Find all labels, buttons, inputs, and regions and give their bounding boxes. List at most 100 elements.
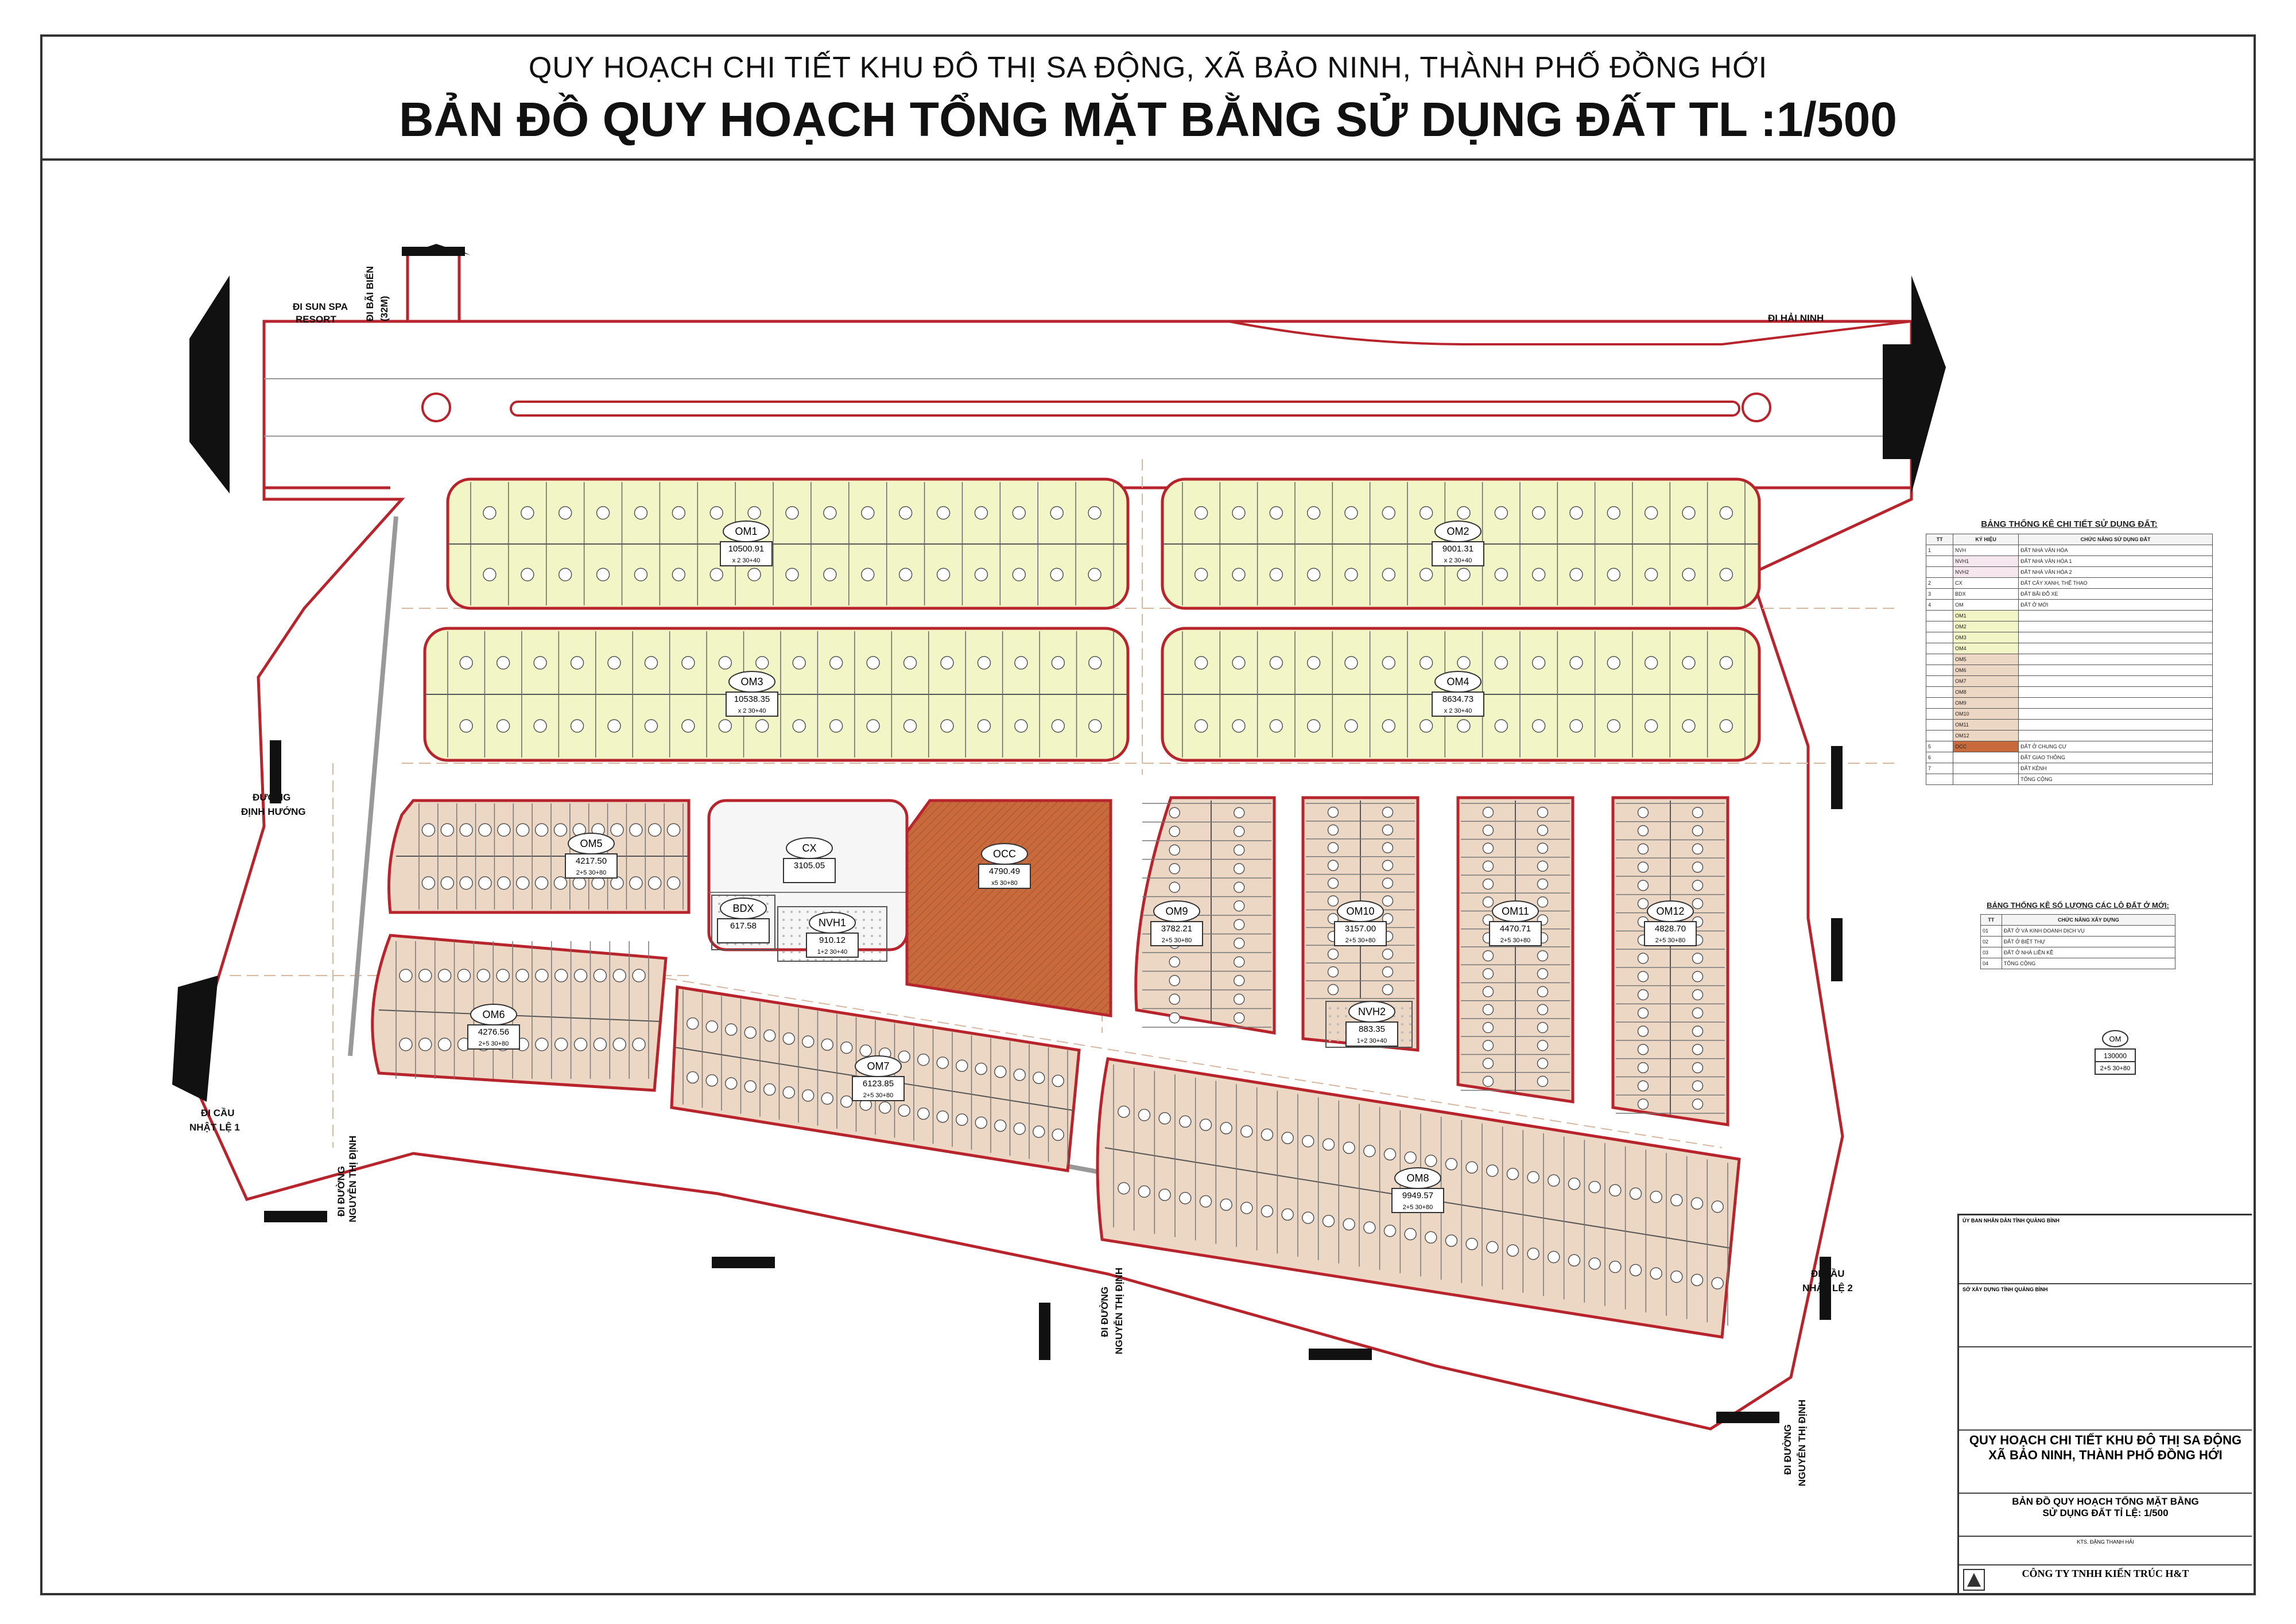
lot-marker[interactable] bbox=[1637, 1062, 1649, 1074]
lot-marker[interactable] bbox=[496, 656, 510, 670]
lot-marker[interactable] bbox=[1088, 719, 1102, 733]
lot-marker[interactable] bbox=[1234, 1012, 1245, 1024]
lot-marker[interactable] bbox=[672, 568, 686, 581]
lot-marker[interactable] bbox=[1322, 1215, 1335, 1227]
lot-marker[interactable] bbox=[1494, 656, 1508, 670]
lot-marker[interactable] bbox=[1607, 719, 1621, 733]
lot-marker[interactable] bbox=[936, 1110, 949, 1123]
lot-marker[interactable] bbox=[1457, 719, 1471, 733]
lot-marker[interactable] bbox=[974, 506, 988, 520]
lot-marker[interactable] bbox=[1382, 824, 1394, 836]
lot-marker[interactable] bbox=[917, 1107, 930, 1120]
lot-marker[interactable] bbox=[994, 1119, 1007, 1132]
lot-marker[interactable] bbox=[898, 1104, 910, 1117]
lot-marker[interactable] bbox=[802, 1035, 815, 1048]
lot-marker[interactable] bbox=[1382, 860, 1394, 871]
lot-marker[interactable] bbox=[1569, 656, 1583, 670]
lot-marker[interactable] bbox=[1234, 975, 1245, 986]
lot-marker[interactable] bbox=[1363, 1145, 1376, 1157]
lot-marker[interactable] bbox=[1194, 656, 1208, 670]
lot-marker[interactable] bbox=[1482, 842, 1494, 854]
lot-marker[interactable] bbox=[1569, 568, 1583, 581]
lot-marker[interactable] bbox=[496, 969, 510, 982]
lot-marker[interactable] bbox=[681, 656, 695, 670]
lot-marker[interactable] bbox=[515, 969, 529, 982]
lot-marker[interactable] bbox=[399, 1038, 413, 1051]
lot-marker[interactable] bbox=[1327, 824, 1339, 836]
lot-marker[interactable] bbox=[861, 568, 875, 581]
lot-marker[interactable] bbox=[476, 969, 491, 982]
lot-marker[interactable] bbox=[1269, 568, 1283, 581]
lot-marker[interactable] bbox=[898, 506, 913, 520]
lot-marker[interactable] bbox=[1644, 656, 1658, 670]
block-OM12[interactable] bbox=[1611, 796, 1729, 1126]
lot-marker[interactable] bbox=[1013, 1069, 1026, 1081]
lot-marker[interactable] bbox=[666, 823, 681, 837]
lot-marker[interactable] bbox=[1234, 807, 1245, 818]
lot-marker[interactable] bbox=[1169, 807, 1180, 818]
lot-marker[interactable] bbox=[1419, 568, 1433, 581]
lot-marker[interactable] bbox=[553, 823, 568, 837]
lot-marker[interactable] bbox=[785, 568, 799, 581]
lot-marker[interactable] bbox=[1261, 1128, 1274, 1141]
lot-marker[interactable] bbox=[1382, 984, 1394, 996]
lot-marker[interactable] bbox=[1052, 1128, 1064, 1141]
lot-marker[interactable] bbox=[1281, 1208, 1294, 1221]
block-OM9[interactable] bbox=[1134, 796, 1276, 1035]
lot-marker[interactable] bbox=[802, 1089, 815, 1102]
lot-marker[interactable] bbox=[1327, 877, 1339, 889]
lot-marker[interactable] bbox=[1327, 895, 1339, 907]
lot-marker[interactable] bbox=[610, 876, 624, 890]
lot-marker[interactable] bbox=[1670, 1271, 1683, 1283]
lot-marker[interactable] bbox=[418, 969, 432, 982]
lot-marker[interactable] bbox=[1588, 1180, 1601, 1194]
lot-marker[interactable] bbox=[1682, 719, 1696, 733]
lot-marker[interactable] bbox=[1383, 1225, 1397, 1237]
lot-marker[interactable] bbox=[1327, 842, 1339, 854]
lot-marker[interactable] bbox=[681, 719, 695, 733]
lot-marker[interactable] bbox=[747, 568, 761, 581]
lot-marker[interactable] bbox=[1650, 1267, 1662, 1280]
lot-marker[interactable] bbox=[1548, 1174, 1560, 1187]
lot-marker[interactable] bbox=[1344, 719, 1358, 733]
lot-marker[interactable] bbox=[1033, 1125, 1045, 1138]
lot-marker[interactable] bbox=[1240, 1202, 1253, 1214]
lot-marker[interactable] bbox=[1050, 568, 1064, 581]
lot-marker[interactable] bbox=[1692, 1080, 1704, 1092]
lot-marker[interactable] bbox=[1644, 506, 1658, 520]
lot-marker[interactable] bbox=[1327, 806, 1339, 818]
lot-marker[interactable] bbox=[1088, 568, 1102, 581]
block-OM11[interactable] bbox=[1456, 796, 1574, 1104]
lot-marker[interactable] bbox=[1118, 1105, 1130, 1118]
lot-marker[interactable] bbox=[1012, 568, 1026, 581]
lot-marker[interactable] bbox=[459, 719, 473, 733]
lot-marker[interactable] bbox=[1327, 984, 1339, 996]
lot-marker[interactable] bbox=[644, 719, 658, 733]
lot-marker[interactable] bbox=[782, 1032, 795, 1045]
lot-marker[interactable] bbox=[1637, 898, 1649, 910]
lot-marker[interactable] bbox=[1531, 506, 1546, 520]
lot-marker[interactable] bbox=[1013, 1122, 1026, 1135]
lot-marker[interactable] bbox=[1306, 568, 1321, 581]
lot-marker[interactable] bbox=[1169, 863, 1180, 875]
lot-marker[interactable] bbox=[1306, 506, 1321, 520]
lot-marker[interactable] bbox=[478, 823, 492, 837]
lot-marker[interactable] bbox=[956, 1059, 968, 1072]
lot-marker[interactable] bbox=[829, 719, 843, 733]
lot-marker[interactable] bbox=[1240, 1125, 1253, 1138]
lot-marker[interactable] bbox=[634, 506, 648, 520]
lot-marker[interactable] bbox=[1234, 844, 1245, 856]
lot-marker[interactable] bbox=[1607, 506, 1621, 520]
lot-marker[interactable] bbox=[1569, 719, 1583, 733]
lot-marker[interactable] bbox=[1629, 1264, 1642, 1277]
lot-marker[interactable] bbox=[497, 823, 511, 837]
lot-marker[interactable] bbox=[1482, 1004, 1494, 1016]
